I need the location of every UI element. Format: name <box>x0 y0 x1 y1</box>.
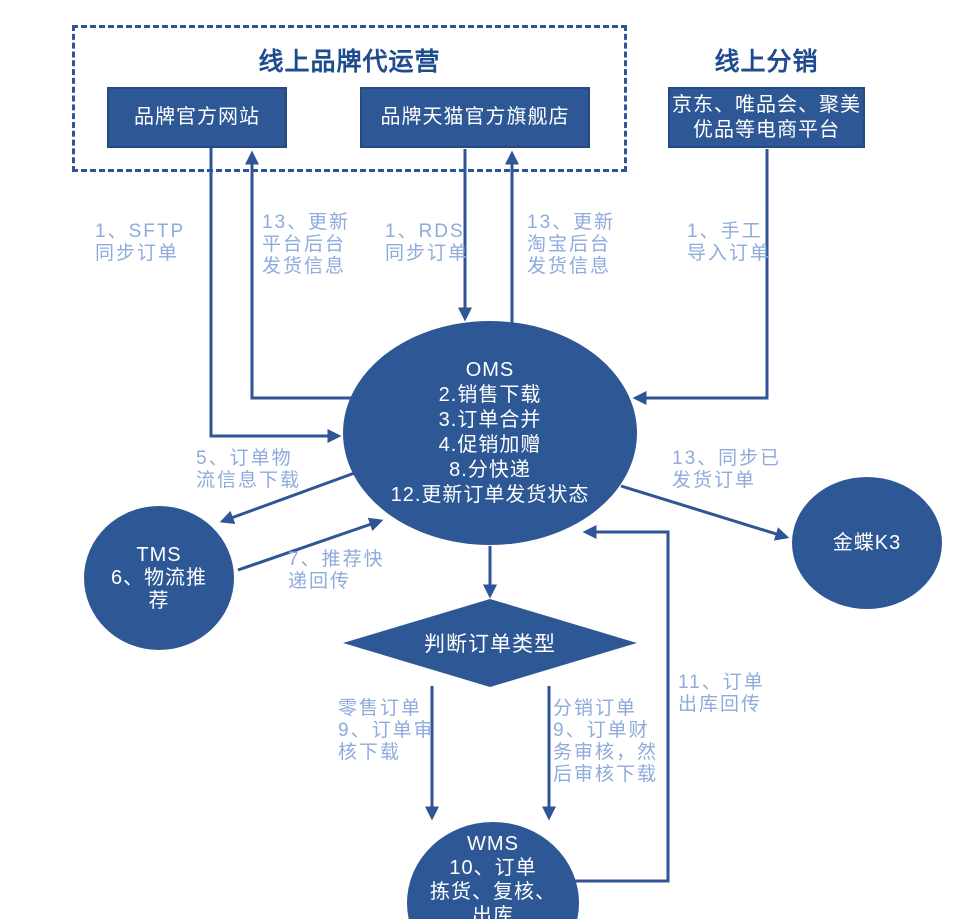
retail-order-label: 零售订单 9、订单审 核下载 <box>338 698 435 763</box>
distribution-order-label: 分销订单 9、订单财 务审核，然 后审核下载 <box>553 698 659 785</box>
courier-return-connector <box>237 517 384 572</box>
wms-node: WMS 10、订单 拣货、复核、 出库 <box>407 822 579 919</box>
logistics-download-label: 5、订单物 流信息下载 <box>196 448 302 491</box>
tms-node: TMS 6、物流推 荐 <box>84 506 234 650</box>
ecommerce-platforms-node: 京东、唯品会、聚美 优品等电商平台 <box>668 87 865 148</box>
update-platform-label: 13、更新 平台后台 发货信息 <box>262 212 351 277</box>
update-platform-connector <box>245 150 351 400</box>
oms-node: OMS 2.销售下载 3.订单合并 4.促销加赠 8.分快递 12.更新订单发货… <box>343 321 637 545</box>
update-taobao-label: 13、更新 淘宝后台 发货信息 <box>527 212 616 277</box>
manual-import-label: 1、手工 导入订单 <box>687 221 772 264</box>
distribution-group-title: 线上分销 <box>714 48 819 76</box>
sync-shipped-label: 13、同步已 发货订单 <box>672 448 782 491</box>
sync-shipped-connector <box>620 484 790 541</box>
rds-sync-label: 1、RDS 同步订单 <box>385 221 470 264</box>
sftp-sync-label: 1、SFTP 同步订单 <box>95 221 186 264</box>
courier-return-label: 7、推荐快 递回传 <box>288 549 385 592</box>
agency-group-box <box>72 25 627 172</box>
manual-import-connector <box>632 149 769 405</box>
outbound-return-label: 11、订单 出库回传 <box>678 672 765 715</box>
logistics-download-connector <box>219 469 361 524</box>
outbound-return-connector <box>575 525 670 883</box>
brand-site-node: 品牌官方网站 <box>107 87 287 148</box>
kingdee-k3-node: 金蝶K3 <box>792 477 942 609</box>
tmall-store-node: 品牌天猫官方旗舰店 <box>360 87 590 148</box>
sftp-sync-connector <box>209 148 342 443</box>
agency-group-title: 线上品牌代运营 <box>258 48 441 76</box>
